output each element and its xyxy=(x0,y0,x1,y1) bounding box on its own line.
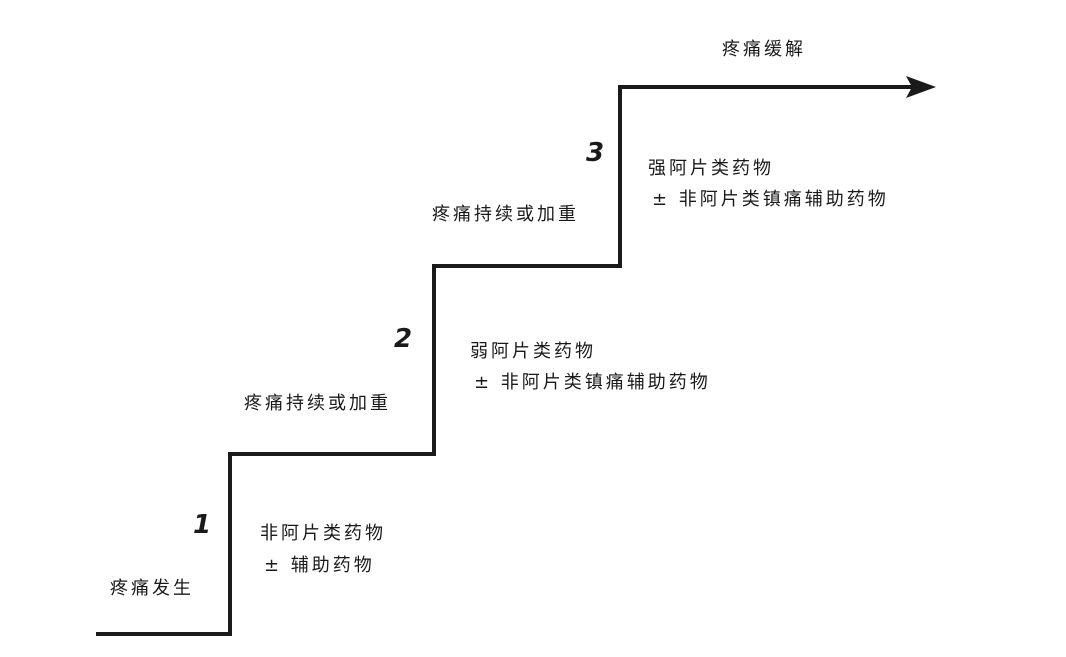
step-1-drug-primary: 非阿片类药物 xyxy=(260,523,386,544)
step-3-number: 3 xyxy=(586,138,605,168)
step-3-condition: 疼痛持续或加重 xyxy=(432,204,579,225)
step-1-drug-adjuvant: ± 辅助药物 xyxy=(264,555,375,576)
step-2-condition: 疼痛持续或加重 xyxy=(244,393,391,414)
step-2-drug-adjuvant: ± 非阿片类镇痛辅助药物 xyxy=(474,372,711,393)
arrow-head-icon xyxy=(906,76,936,98)
step-2-drug-primary: 弱阿片类药物 xyxy=(470,341,596,362)
pain-relief-label: 疼痛缓解 xyxy=(722,39,806,60)
pain-onset-label: 疼痛发生 xyxy=(110,578,194,599)
step-3-drug-primary: 强阿片类药物 xyxy=(648,158,774,179)
step-1-number: 1 xyxy=(193,510,212,540)
step-2-number: 2 xyxy=(394,324,413,354)
staircase-line xyxy=(96,85,912,636)
step-3-drug-adjuvant: ± 非阿片类镇痛辅助药物 xyxy=(652,189,889,210)
